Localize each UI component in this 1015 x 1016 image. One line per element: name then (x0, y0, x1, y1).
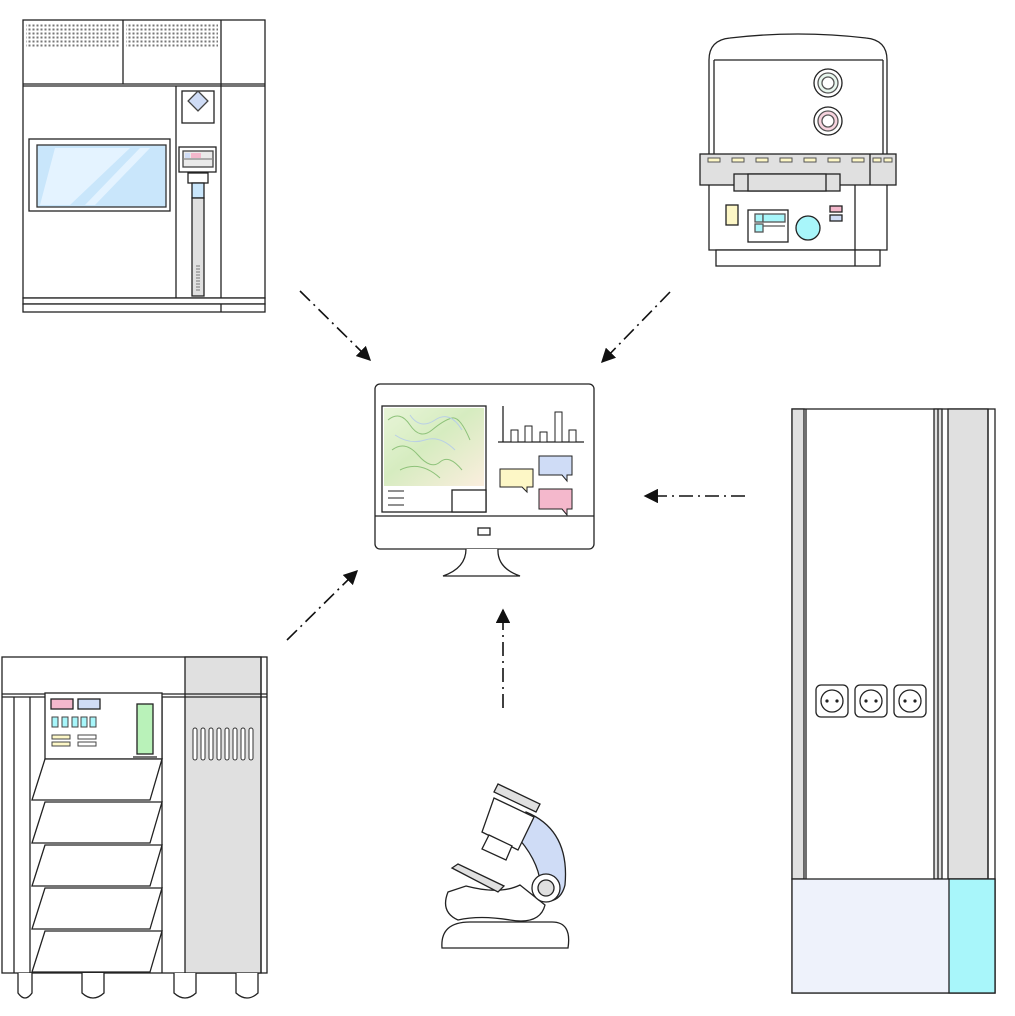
microscope-icon (441, 783, 570, 949)
outlet-icon (815, 684, 849, 718)
analyzer-instrument-icon (699, 33, 897, 267)
monitor (374, 383, 595, 577)
connection-arrow (286, 569, 359, 641)
connection-arrow (600, 291, 671, 364)
environmental-test-chamber-icon (22, 19, 266, 313)
tall-cabinet (791, 408, 996, 994)
analyzer (699, 33, 897, 267)
microscope (441, 783, 570, 949)
drawer-cabinet (1, 656, 268, 999)
computer-monitor-icon (374, 383, 595, 577)
climate-chamber (22, 19, 266, 313)
drawer-cabinet-icon (1, 656, 268, 999)
connection-arrow (299, 290, 372, 362)
outlet-icon (893, 684, 927, 718)
power-cabinet-icon (791, 408, 996, 994)
outlet-icon (854, 684, 888, 718)
